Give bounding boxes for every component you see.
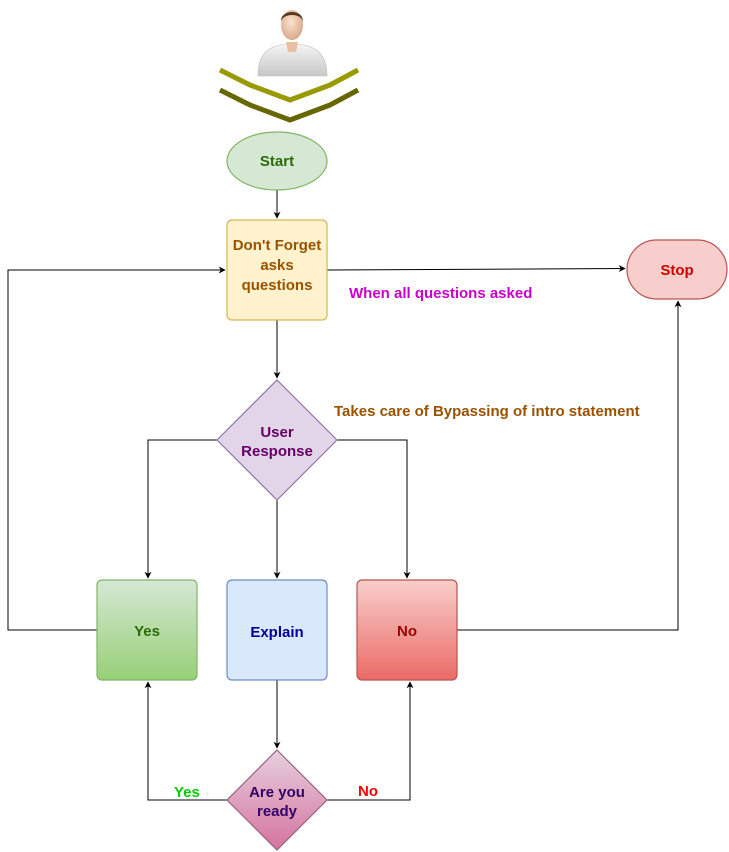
node-ask-questions: Don't Forget asks questions xyxy=(226,219,328,321)
explain-label: Explain xyxy=(250,624,303,641)
edge-response-to-yes xyxy=(144,439,217,579)
edge-ask-to-stop xyxy=(326,265,626,273)
node-explain: Explain xyxy=(226,579,328,681)
node-start: Start xyxy=(226,131,328,191)
stop-label: Stop xyxy=(660,262,693,279)
signal-waves-icon xyxy=(218,67,360,123)
edge-no-to-stop xyxy=(457,300,682,631)
node-user-response: User Response xyxy=(216,379,338,501)
ask-questions-label-line-2: asks xyxy=(260,257,293,274)
node-no: No xyxy=(356,579,458,681)
ask-questions-label-line-3: questions xyxy=(242,277,313,294)
annotation-all-questions-asked: When all questions asked xyxy=(349,285,532,302)
user-avatar-icon xyxy=(257,10,328,77)
wave-bottom xyxy=(218,87,360,123)
ask-questions-label-line-1: Don't Forget xyxy=(233,237,322,254)
node-stop: Stop xyxy=(626,239,728,300)
annotation-bypassing: Takes care of Bypassing of intro stateme… xyxy=(334,403,640,420)
edge-label-ready-no: No xyxy=(358,783,378,800)
node-yes: Yes xyxy=(96,579,198,681)
edge-response-to-no xyxy=(337,439,411,579)
user-response-label-line-2: Response xyxy=(241,443,313,460)
start-label: Start xyxy=(260,153,294,170)
edge-ready-to-no xyxy=(327,681,414,801)
edge-label-ready-yes: Yes xyxy=(174,784,200,801)
edges xyxy=(7,190,682,801)
edge-yes-loop-to-ask xyxy=(7,266,226,631)
wave-top xyxy=(218,67,360,103)
node-are-you-ready: Are you ready xyxy=(226,749,328,851)
ready-label-line-2: ready xyxy=(257,803,298,820)
no-label: No xyxy=(397,623,417,640)
ready-label-line-1: Are you xyxy=(249,784,305,801)
user-response-label-line-1: User xyxy=(260,424,294,441)
edge-ready-to-yes xyxy=(144,681,227,801)
yes-label: Yes xyxy=(134,623,160,640)
